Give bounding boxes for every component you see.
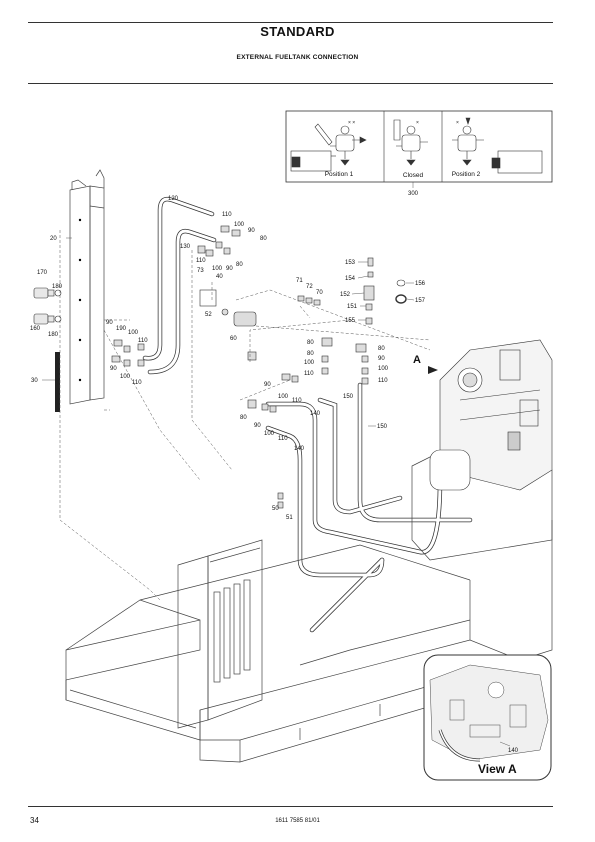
callout-90-g: 90	[254, 423, 261, 429]
callout-70: 70	[316, 290, 323, 296]
position-1-label: Position 1	[325, 171, 354, 178]
callout-140-a: 140	[310, 411, 321, 417]
callout-80-b: 80	[236, 262, 243, 268]
callout-90-d: 90	[110, 366, 117, 372]
callout-71: 71	[296, 278, 303, 284]
engine	[429, 339, 553, 491]
callout-110-h: 110	[278, 436, 288, 442]
callout-151: 151	[347, 304, 358, 310]
page-subtitle: EXTERNAL FUELTANK CONNECTION	[236, 54, 359, 61]
callout-110-c: 110	[138, 338, 148, 344]
closed-label: Closed	[403, 172, 424, 179]
callout-90-b: 90	[226, 266, 233, 272]
callout-152: 152	[340, 292, 351, 298]
callout-100-b: 100	[212, 266, 223, 272]
view-a-callout-140: 140	[508, 748, 519, 754]
support-bracket	[69, 169, 105, 405]
callout-110-b: 110	[196, 258, 206, 264]
dashed-reference-lines	[59, 230, 431, 601]
callout-80-e: 80	[378, 346, 385, 352]
callout-80-d: 80	[307, 351, 314, 357]
valve-positions-inset: × × × × Position 1 Closed Position 2 300	[285, 110, 553, 197]
callout-90-c: 90	[106, 320, 113, 326]
callout-120: 120	[168, 196, 179, 202]
callout-140-b: 140	[294, 446, 305, 452]
callout-170: 170	[37, 270, 48, 276]
callout-50: 50	[272, 506, 279, 512]
callout-153: 153	[345, 260, 356, 266]
footer-rule	[28, 806, 553, 807]
callout-110-f: 110	[378, 378, 388, 384]
callout-100-a: 100	[234, 222, 245, 228]
document-number: 1611 7585 81/01	[275, 818, 320, 824]
callout-52: 52	[205, 312, 212, 318]
callout-160: 160	[30, 326, 41, 332]
inset-ref-label: 300	[408, 191, 419, 197]
left-couplings	[33, 287, 62, 325]
callout-90-a: 90	[248, 228, 255, 234]
fittings	[111, 225, 407, 509]
callout-100-d: 100	[120, 374, 131, 380]
svg-text:× ×: × ×	[348, 120, 355, 126]
position-2-label: Position 2	[452, 171, 481, 178]
rubber-strip	[55, 352, 60, 412]
header-bottom-rule	[28, 83, 553, 84]
callout-40: 40	[216, 274, 223, 280]
svg-text:×: ×	[456, 120, 459, 126]
callout-154: 154	[345, 276, 356, 282]
callout-20: 20	[50, 236, 57, 242]
callout-100-c: 100	[128, 330, 139, 336]
callout-130: 130	[180, 244, 191, 250]
callout-110-e: 110	[304, 371, 314, 377]
callout-90-f: 90	[264, 382, 271, 388]
callout-110-d: 110	[132, 380, 142, 386]
callout-180-top: 180	[52, 284, 63, 290]
callout-110-a: 110	[222, 212, 232, 218]
callout-80-c: 80	[307, 340, 314, 346]
callout-180-bottom: 180	[48, 332, 59, 338]
callout-100-f: 100	[378, 366, 389, 372]
callout-100-h: 100	[264, 431, 275, 437]
page-number: 34	[30, 816, 39, 825]
view-a-label: View A	[478, 762, 517, 776]
callout-110-g: 110	[292, 398, 302, 404]
callout-labels: 20 30 170 180 160 180 120 130 110 100 90…	[30, 196, 438, 521]
view-a-inset: 140 View A	[423, 654, 552, 781]
callout-156: 156	[415, 281, 426, 287]
callout-80-a: 80	[260, 236, 267, 242]
callout-100-e: 100	[304, 360, 315, 366]
callout-150-a: 150	[343, 394, 354, 400]
view-a-arrow-letter: A	[413, 354, 421, 366]
callout-72: 72	[306, 284, 313, 290]
callout-80-f: 80	[240, 415, 247, 421]
page-title: STANDARD	[260, 24, 335, 39]
callout-30: 30	[31, 378, 38, 384]
callout-73: 73	[197, 268, 204, 274]
callout-100-g: 100	[278, 394, 289, 400]
callout-155: 155	[345, 318, 356, 324]
svg-text:×: ×	[416, 120, 419, 126]
header-top-rule	[28, 22, 553, 23]
callout-90-e: 90	[378, 356, 385, 362]
callout-150-b: 150	[377, 424, 388, 430]
callout-51: 51	[286, 515, 293, 521]
callout-190: 190	[116, 326, 127, 332]
callout-157: 157	[415, 298, 426, 304]
callout-60: 60	[230, 336, 237, 342]
